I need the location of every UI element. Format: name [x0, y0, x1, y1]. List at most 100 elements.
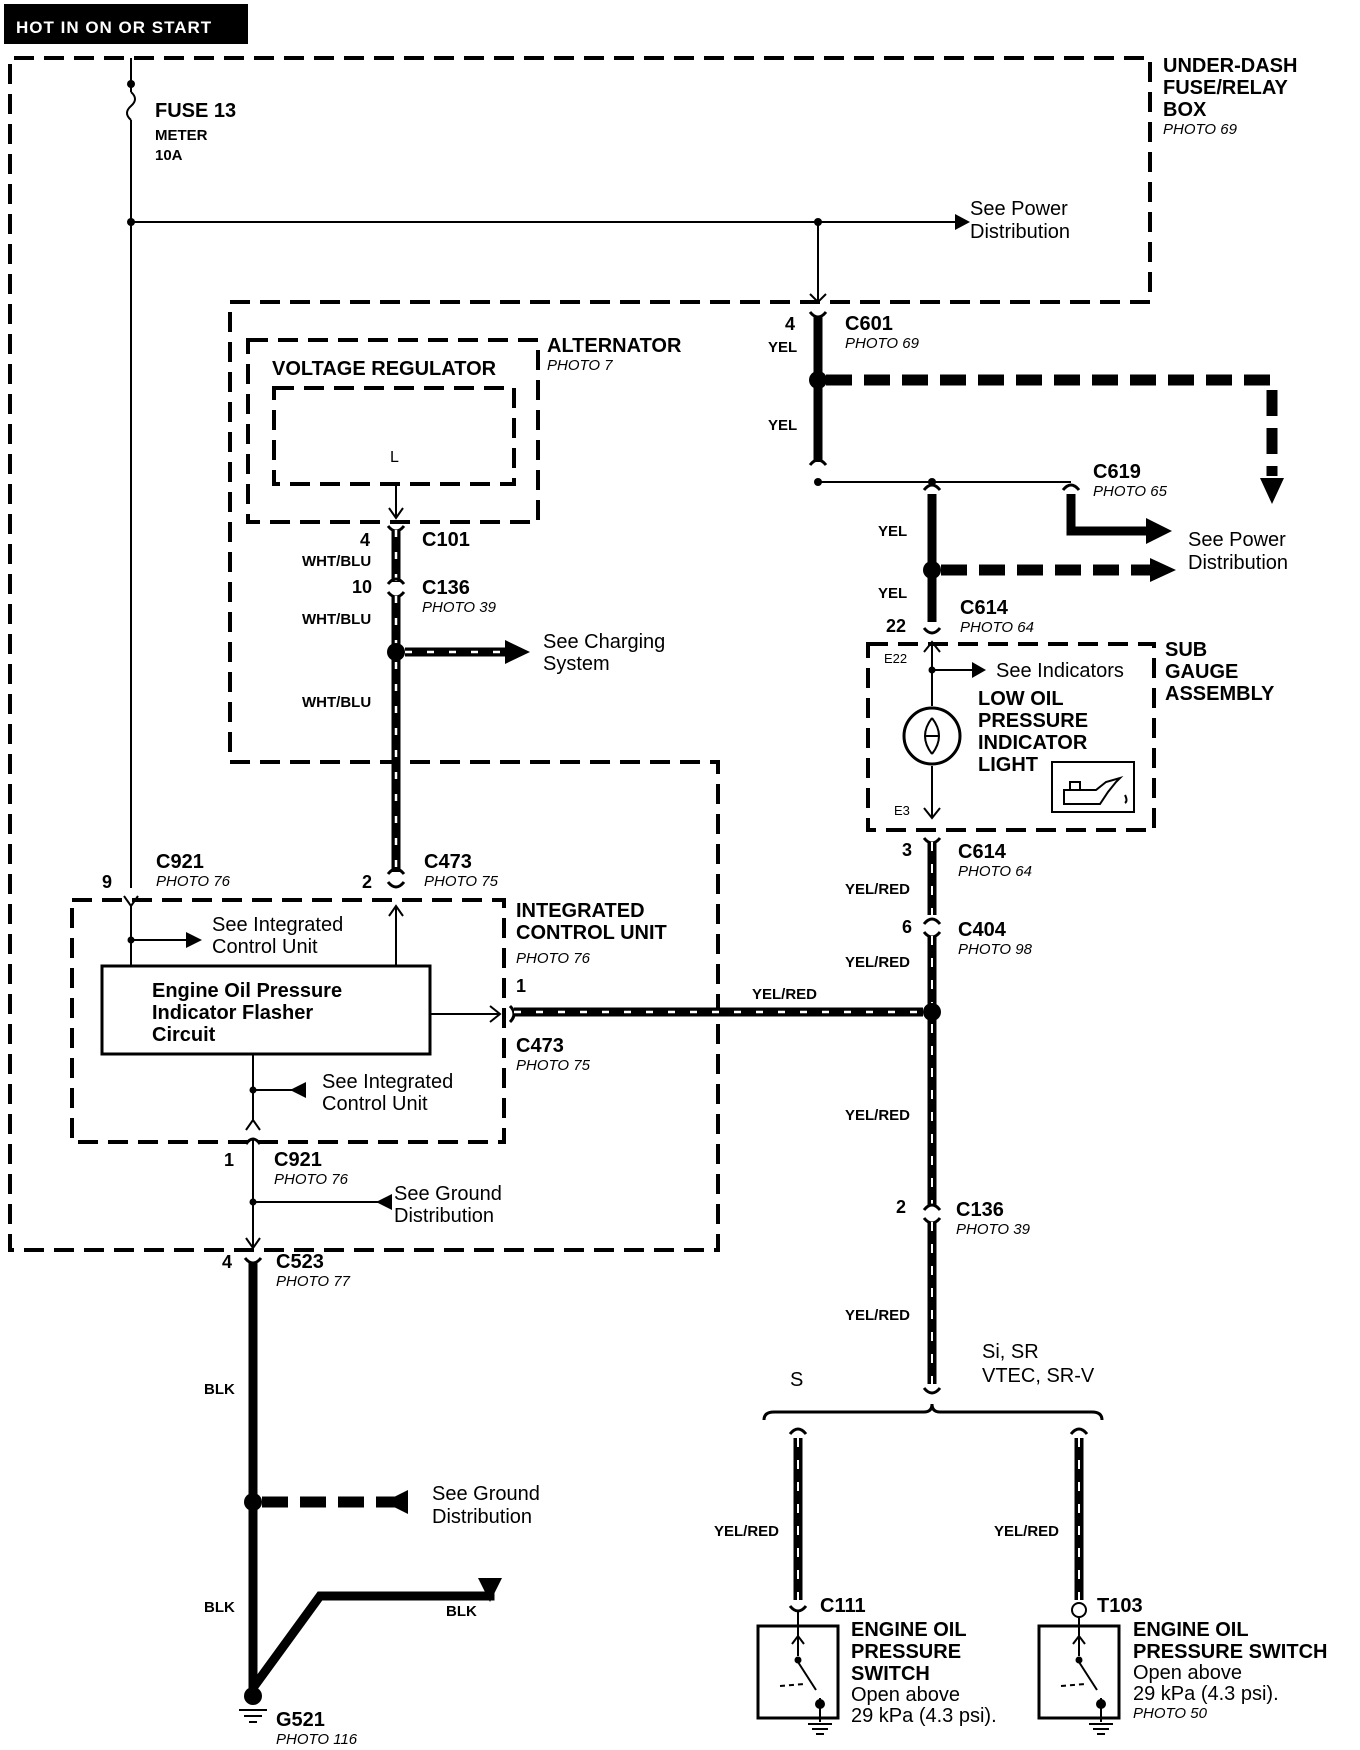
- wire-yelred-4: YEL/RED: [845, 1307, 910, 1324]
- wire-whtblu-3: WHT/BLU: [302, 694, 371, 711]
- c601-photo: PHOTO 69: [845, 335, 920, 352]
- yel-splice: [809, 371, 827, 389]
- sw1-blade: [797, 1661, 817, 1691]
- c136b-name: C136: [956, 1199, 1004, 1221]
- c136b-photo: PHOTO 39: [956, 1221, 1031, 1238]
- switch2-l1: ENGINE OIL: [1133, 1619, 1249, 1641]
- sw1-arrow: [791, 1634, 805, 1645]
- flasher-circuit-box: [100, 964, 432, 1056]
- c136a-name: C136: [422, 577, 470, 599]
- fuse-name: FUSE 13: [155, 100, 236, 122]
- c921-pin1-arrow: [245, 1118, 261, 1131]
- flasher-l3: Circuit: [152, 1024, 216, 1046]
- switch1-l3: SWITCH: [851, 1663, 930, 1685]
- wire-yelred-6: YEL/RED: [994, 1523, 1059, 1540]
- see-icu-2-arrow: [290, 1082, 306, 1098]
- underdash-label-3: BOX: [1163, 99, 1207, 121]
- c619-connector-right: [1061, 483, 1081, 491]
- c619-photo: PHOTO 65: [1093, 483, 1168, 500]
- sw2-ground-icon: [1089, 1723, 1113, 1735]
- power-branch-arrow: [1260, 478, 1284, 504]
- terminal-l: L: [390, 449, 399, 466]
- power-dist-1-l2: Distribution: [970, 221, 1070, 243]
- see-icu-2-l1: See Integrated: [322, 1071, 453, 1093]
- subgauge-l3: ASSEMBLY: [1165, 683, 1275, 705]
- switch2-photo: PHOTO 50: [1133, 1705, 1208, 1722]
- c136a-pin: 10: [352, 577, 372, 597]
- power-dist-arrow: [955, 214, 970, 230]
- switch2-l4: 29 kPa (4.3 psi).: [1133, 1683, 1279, 1705]
- sw1-ground-icon: [808, 1723, 832, 1735]
- variant-si-1: Si, SR: [982, 1341, 1039, 1363]
- wire-yelred-3: YEL/RED: [845, 1107, 910, 1124]
- icu-pin2-arrow: [388, 904, 404, 917]
- voltage-regulator-label: VOLTAGE REGULATOR: [272, 358, 497, 380]
- charging-arrow: [505, 640, 530, 664]
- flasher-l1: Engine Oil Pressure: [152, 980, 342, 1002]
- indicator-arrow: [972, 662, 986, 678]
- header-label: HOT IN ON OR START: [16, 18, 212, 37]
- c473a-photo: PHOTO 75: [424, 873, 499, 890]
- c523-arrow: [245, 1237, 261, 1250]
- ground-dist-2-l2: Distribution: [432, 1506, 532, 1528]
- wire-yelred-2: YEL/RED: [845, 954, 910, 971]
- c101-arrow: [388, 507, 404, 520]
- variant-s: S: [790, 1369, 803, 1391]
- power-dist-2-l2: Distribution: [1188, 552, 1288, 574]
- header-bar: [4, 4, 248, 44]
- switch1-l1: ENGINE OIL: [851, 1619, 967, 1641]
- c619-splice: [814, 478, 822, 486]
- wire-blk-1: BLK: [204, 1381, 235, 1398]
- wire-yelred-1: YEL/RED: [845, 881, 910, 898]
- c614a-photo: PHOTO 64: [960, 619, 1034, 636]
- yel-wire-end: [808, 458, 828, 466]
- t103-name: T103: [1097, 1595, 1143, 1617]
- variant-brace: [762, 1403, 1104, 1421]
- c101-name: C101: [422, 529, 470, 551]
- c473b-photo: PHOTO 75: [516, 1057, 591, 1074]
- sw2-ground-dot: [1096, 1699, 1106, 1709]
- c404-pin: 6: [902, 917, 912, 937]
- sw1-actuator: [779, 1683, 805, 1687]
- integrated-control-unit-box: [70, 898, 506, 1144]
- flasher-l2: Indicator Flasher: [152, 1002, 313, 1024]
- c619-power-wire: [1066, 494, 1150, 536]
- sw1-contact-top: [794, 1656, 802, 1664]
- wire-blk-2: BLK: [204, 1599, 235, 1616]
- c601-name: C601: [845, 313, 893, 335]
- lamp-filament: [924, 717, 940, 755]
- see-icu-1-arrow: [186, 932, 202, 948]
- c921b-name: C921: [274, 1149, 322, 1171]
- c473a-name: C473: [424, 851, 472, 873]
- switch1-l2: PRESSURE: [851, 1641, 961, 1663]
- c619-name: C619: [1093, 461, 1141, 483]
- s-branch-connector: [788, 1427, 808, 1435]
- c101-pin: 4: [360, 530, 370, 550]
- subgauge-l2: GAUGE: [1165, 661, 1238, 683]
- lamp-l3: INDICATOR: [978, 732, 1088, 754]
- c473b-connector: [508, 1004, 516, 1024]
- charging-l2: System: [543, 653, 610, 675]
- c619-connector-left: [922, 483, 942, 491]
- icu-l1: INTEGRATED: [516, 900, 645, 922]
- oil-drop-icon: [1124, 794, 1128, 804]
- icu-photo: PHOTO 76: [516, 950, 591, 967]
- c601-arrow: [809, 293, 827, 304]
- alternator-photo: PHOTO 7: [547, 357, 613, 374]
- alternator-name: ALTERNATOR: [547, 335, 682, 357]
- ground-dist-arrow-2: [384, 1490, 408, 1514]
- wire-yelred-5: YEL/RED: [714, 1523, 779, 1540]
- variant-split-connector: [922, 1387, 942, 1395]
- charging-splice: [387, 643, 405, 661]
- sw1-ground-dot: [815, 1699, 825, 1709]
- c473a-connector-bottom: [386, 881, 406, 889]
- wire-yel-4: YEL: [878, 585, 907, 602]
- wire-whtblu-2: WHT/BLU: [302, 611, 371, 628]
- c614b-name: C614: [958, 841, 1007, 863]
- low-oil-pressure-lamp: [902, 706, 962, 766]
- lamp-terminal-e3: E3: [894, 803, 910, 818]
- wire-yel-1: YEL: [768, 339, 797, 356]
- c614b-pin: 3: [902, 840, 912, 860]
- switch2-l2: PRESSURE SWITCH: [1133, 1641, 1327, 1663]
- oil-can-icon-shape: [1063, 775, 1124, 805]
